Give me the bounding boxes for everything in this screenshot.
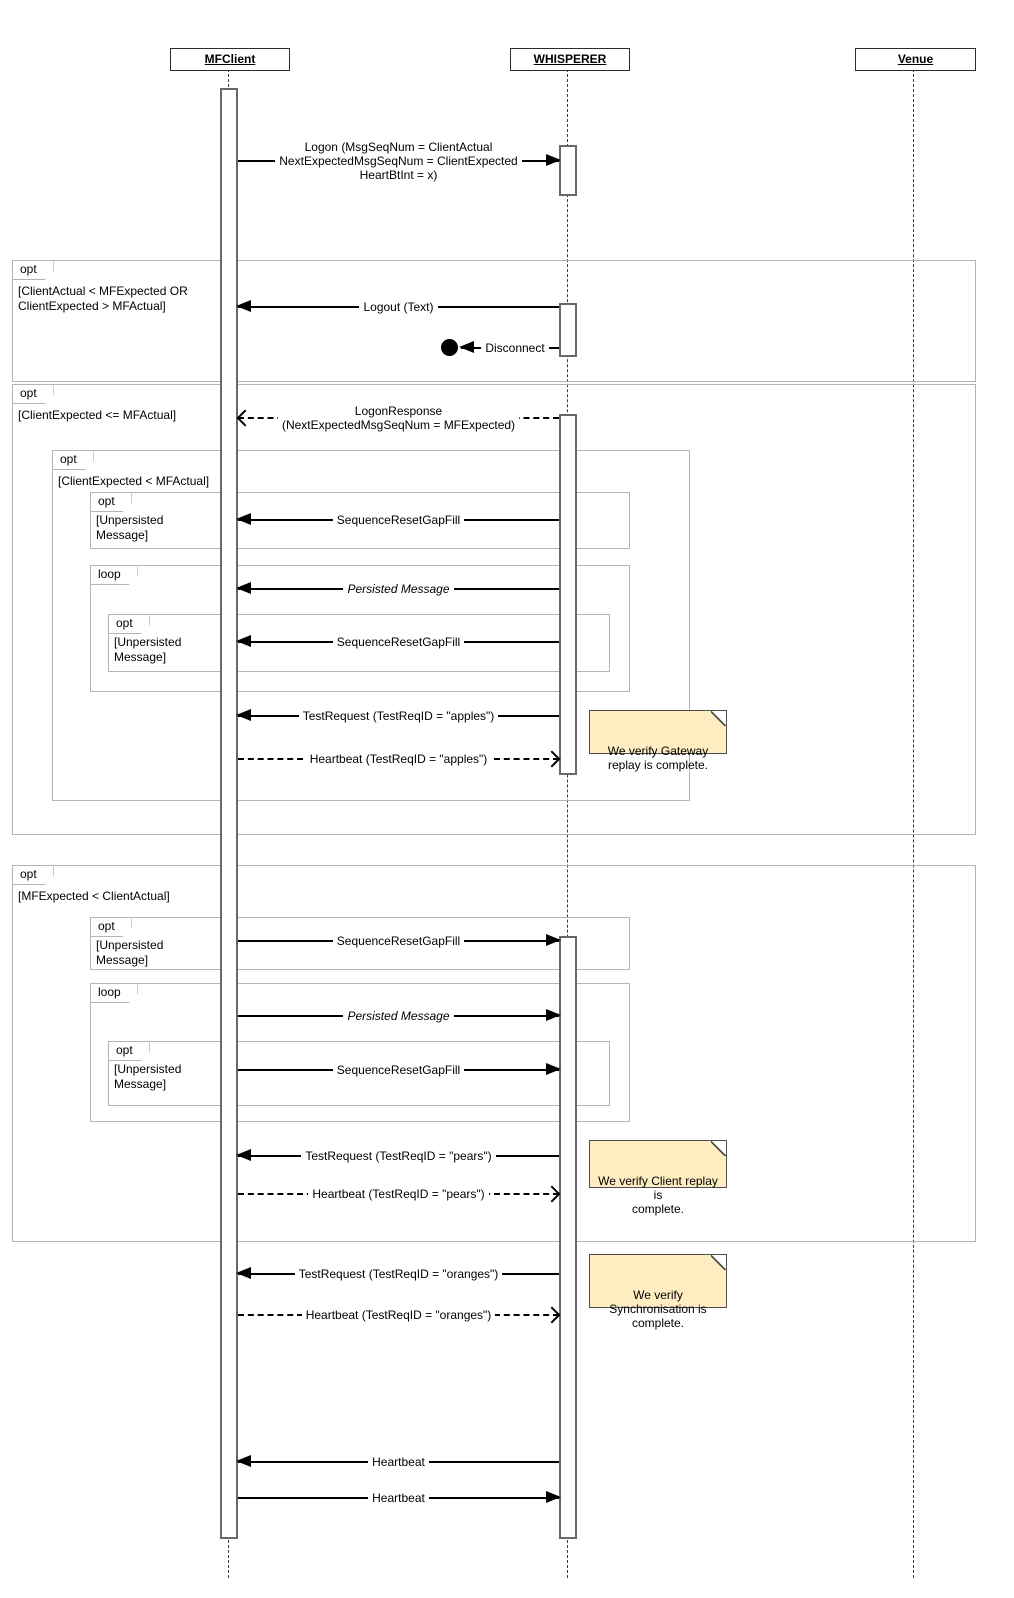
frame-loop-client-replay: loop [90,983,630,1122]
frame-operator-tab: opt [90,917,132,937]
note-fold-icon [711,1141,726,1156]
message-line [238,758,559,760]
note-text: We verify Client replay is complete. [598,1174,718,1216]
frame-operator-label: opt [98,919,115,933]
arrowhead-right-icon [546,154,561,166]
message-line [238,160,559,162]
arrowhead-right-icon [546,1009,561,1021]
frame-operator-tab: opt [12,384,54,404]
message-line [238,1314,559,1316]
lifeline-venue [913,69,914,1578]
frame-opt-unpersisted-4: opt [Unpersisted Message] [108,1041,610,1106]
frame-guard: [Unpersisted Message] [96,513,164,542]
message-line [238,715,559,717]
activation-bar-whisperer-logon [559,145,577,196]
note-text: We verify Synchronisation is complete. [609,1288,707,1330]
frame-guard: [Unpersisted Message] [96,938,164,967]
frame-guard: [Unpersisted Message] [114,635,182,664]
frame-opt-unpersisted-1: opt [Unpersisted Message] [90,492,630,549]
frame-operator-label: opt [20,867,37,881]
message-line [238,1497,559,1499]
message-line [238,588,559,590]
lifeline-header-whisperer: WHISPERER [510,48,630,71]
message-line [238,1193,559,1195]
frame-loop-gateway-replay: loop [90,565,630,692]
arrowhead-left-icon [236,635,251,647]
note-gateway-replay: We verify Gateway replay is complete. [589,710,727,772]
disconnect-terminator-icon [441,339,458,356]
frame-guard: [ClientExpected <= MFActual] [18,408,177,422]
frame-operator-tab: opt [108,1041,150,1061]
frame-operator-label: opt [60,452,77,466]
frame-operator-tab: opt [90,492,132,512]
frame-opt-unpersisted-2: opt [Unpersisted Message] [108,614,610,672]
message-line [238,1015,559,1017]
note-fold-icon [711,711,726,726]
arrowhead-left-icon [236,1267,251,1279]
frame-operator-tab: opt [12,865,54,885]
activation-bar-whisperer-replay [559,414,577,775]
lifeline-whisperer [567,69,568,1578]
note-synchronisation: We verify Synchronisation is complete. [589,1254,727,1330]
frame-opt-mfexpected-lt-clientactual: opt [MFExpected < ClientActual] [12,865,976,1242]
frame-operator-tab: opt [108,614,150,634]
message-line [238,519,559,521]
frame-guard: [ClientActual < MFExpected OR ClientExpe… [18,284,188,313]
frame-operator-tab: loop [90,565,138,585]
arrowhead-left-icon [236,300,251,312]
activation-bar-whisperer-logout [559,303,577,357]
arrowhead-right-icon [546,1063,561,1075]
message-line [238,417,559,419]
activation-bar-whisperer-sync [559,936,577,1539]
note-text: We verify Gateway replay is complete. [607,744,709,772]
frame-operator-label: loop [98,567,121,581]
frame-guard: [ClientExpected < MFActual] [58,474,210,488]
frame-operator-label: opt [116,1043,133,1057]
frame-operator-label: opt [20,386,37,400]
activation-bar-mfclient [220,88,238,1539]
message-line [238,1155,559,1157]
arrowhead-left-icon [459,341,474,353]
note-client-replay: We verify Client replay is complete. [589,1140,727,1216]
lifeline-header-mfclient: MFClient [170,48,290,71]
frame-guard: [MFExpected < ClientActual] [18,889,170,903]
message-line [238,306,559,308]
frame-guard: [Unpersisted Message] [114,1062,182,1091]
lifeline-label: WHISPERER [533,52,607,66]
arrowhead-left-icon [236,1455,251,1467]
message-line [238,1069,559,1071]
arrowhead-open-right-icon [543,1306,561,1324]
frame-operator-tab: loop [90,983,138,1003]
frame-opt-unpersisted-3: opt [Unpersisted Message] [90,917,630,970]
arrowhead-right-icon [546,1491,561,1503]
message-line [238,1461,559,1463]
frame-opt-mismatch: opt [ClientActual < MFExpected OR Client… [12,260,976,382]
frame-operator-tab: opt [12,260,54,280]
arrowhead-left-icon [236,582,251,594]
message-line [238,641,559,643]
frame-operator-label: opt [116,616,133,630]
frame-operator-label: opt [98,494,115,508]
arrowhead-left-icon [236,1149,251,1161]
arrowhead-right-icon [546,934,561,946]
lifeline-header-venue: Venue [855,48,976,71]
frame-operator-label: opt [20,262,37,276]
arrowhead-left-icon [236,709,251,721]
note-fold-icon [711,1255,726,1270]
arrowhead-left-icon [236,513,251,525]
message-line [461,347,559,349]
message-line [238,940,559,942]
frame-opt-clientexpected-lte-mfactual: opt [ClientExpected <= MFActual] [12,384,976,835]
message-line [238,1273,559,1275]
frame-operator-tab: opt [52,450,94,470]
frame-opt-clientexpected-lt-mfactual: opt [ClientExpected < MFActual] [52,450,690,801]
lifeline-label: MFClient [204,52,256,66]
lifeline-label: Venue [897,52,934,66]
frame-operator-label: loop [98,985,121,999]
